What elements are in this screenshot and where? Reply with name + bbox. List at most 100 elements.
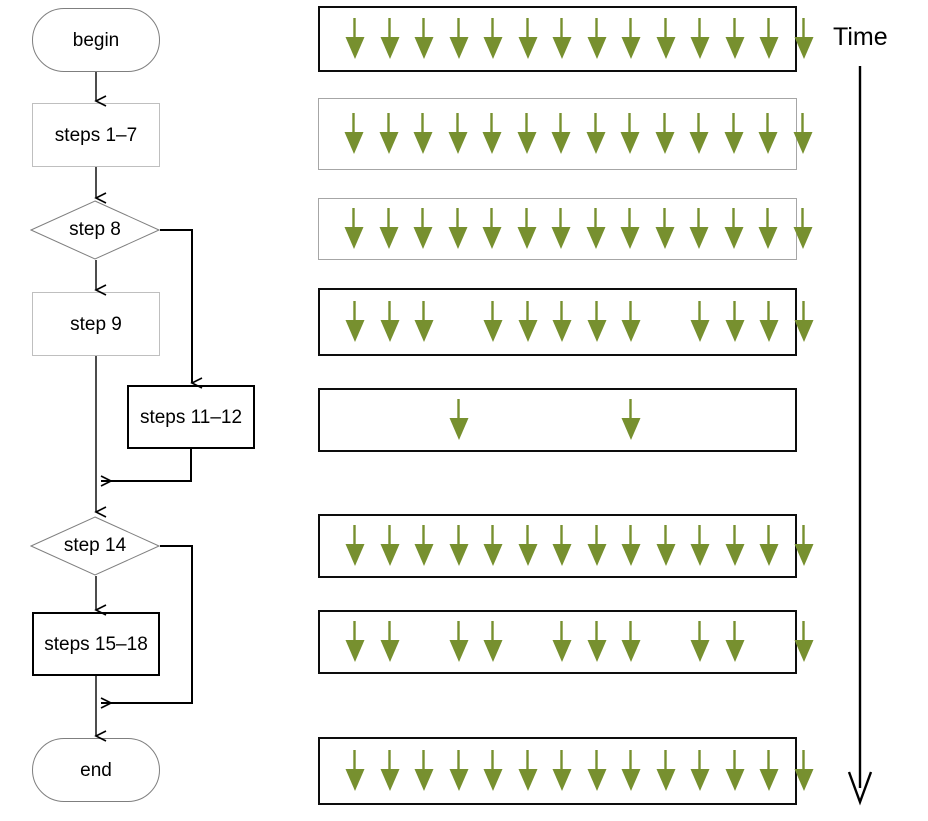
down-arrow-icon <box>413 113 433 154</box>
timeline-arrow-slot-filled <box>649 739 684 803</box>
down-arrow-icon <box>517 208 537 249</box>
down-arrow-icon <box>380 525 400 566</box>
down-arrow-icon <box>621 399 641 440</box>
timeline-row[interactable] <box>318 514 814 578</box>
timeline-row-slots <box>320 739 814 803</box>
time-axis-arrow <box>847 66 873 806</box>
down-arrow-icon <box>655 113 675 154</box>
timeline-row[interactable] <box>318 198 813 260</box>
down-arrow-icon <box>344 113 364 154</box>
down-arrow-icon <box>449 621 469 662</box>
timeline-row[interactable] <box>318 388 797 452</box>
timeline-arrow-slot-filled <box>441 199 476 259</box>
down-arrow-icon <box>449 750 469 791</box>
flow-node-steps-11-12[interactable]: steps 11–12 <box>127 385 255 449</box>
flow-node-step-14[interactable]: step 14 <box>30 516 160 576</box>
timeline-arrow-slot-empty <box>407 390 442 450</box>
down-arrow-icon <box>587 525 607 566</box>
down-arrow-icon <box>586 208 606 249</box>
flow-node-label: steps 1–7 <box>54 124 138 146</box>
timeline-arrow-slot-filled <box>476 516 511 576</box>
timeline-arrow-slot-filled <box>510 199 545 259</box>
timeline-arrow-slot-filled <box>545 612 580 672</box>
flow-node-step-9[interactable]: step 9 <box>32 292 160 356</box>
down-arrow-icon <box>517 113 537 154</box>
timeline-row[interactable] <box>318 98 813 170</box>
down-arrow-icon <box>414 301 434 342</box>
timeline-arrow-slot-empty <box>476 390 511 450</box>
down-arrow-icon <box>380 301 400 342</box>
flow-node-label: step 8 <box>69 219 121 240</box>
timeline-arrow-slot-filled <box>476 612 511 672</box>
down-arrow-icon <box>758 208 778 249</box>
timeline-row[interactable] <box>318 288 814 356</box>
down-arrow-icon <box>725 750 745 791</box>
down-arrow-icon <box>794 750 814 791</box>
down-arrow-icon <box>794 621 814 662</box>
down-arrow-icon <box>794 301 814 342</box>
down-arrow-icon <box>794 18 814 59</box>
flow-node-step-8[interactable]: step 8 <box>30 200 160 260</box>
down-arrow-icon <box>587 301 607 342</box>
timeline-arrow-slot-filled <box>545 290 580 354</box>
timeline-arrow-slot-filled <box>683 8 718 70</box>
timeline-arrow-slot-filled <box>511 290 546 354</box>
down-arrow-icon <box>448 113 468 154</box>
timeline-arrow-slot-filled <box>442 8 477 70</box>
timeline-arrow-slot-filled <box>372 99 407 169</box>
timeline-row[interactable] <box>318 6 814 72</box>
timeline-arrow-slot-filled <box>614 8 649 70</box>
down-arrow-icon <box>379 113 399 154</box>
down-arrow-icon <box>655 208 675 249</box>
timeline-arrow-slot-filled <box>544 99 579 169</box>
flow-node-steps-15-18[interactable]: steps 15–18 <box>32 612 160 676</box>
down-arrow-icon <box>759 750 779 791</box>
timeline-row-slots <box>320 8 814 70</box>
timeline-row-slots <box>319 99 813 169</box>
down-arrow-icon <box>551 113 571 154</box>
timeline-arrow-slot-empty <box>511 390 546 450</box>
flow-node-end[interactable]: end <box>32 738 160 802</box>
timeline-arrow-slot-filled <box>614 290 649 354</box>
down-arrow-icon <box>725 301 745 342</box>
timeline-arrow-slot-filled <box>337 199 372 259</box>
timeline-arrow-slot-filled <box>407 290 442 354</box>
down-arrow-icon <box>759 18 779 59</box>
timeline-arrow-slot-filled <box>614 739 649 803</box>
down-arrow-icon <box>552 525 572 566</box>
timeline-row[interactable] <box>318 737 814 805</box>
down-arrow-icon <box>448 208 468 249</box>
down-arrow-icon <box>482 113 502 154</box>
down-arrow-icon <box>690 301 710 342</box>
down-arrow-icon <box>690 750 710 791</box>
timeline-row[interactable] <box>318 610 814 674</box>
timeline-arrow-slot-filled <box>648 99 683 169</box>
down-arrow-icon <box>724 208 744 249</box>
timeline-arrow-slot-filled <box>442 612 477 672</box>
timeline-arrow-slot-filled <box>649 516 684 576</box>
timeline-arrow-slot-filled <box>648 199 683 259</box>
down-arrow-icon <box>413 208 433 249</box>
timeline-arrow-slot-empty <box>649 612 684 672</box>
timeline-arrow-slot-filled <box>683 516 718 576</box>
down-arrow-icon <box>379 208 399 249</box>
timeline-arrow-slot-filled <box>751 99 786 169</box>
timeline-arrow-slot-filled <box>683 612 718 672</box>
down-arrow-icon <box>656 750 676 791</box>
timeline-row-slots <box>320 290 814 354</box>
timeline-arrow-slot-filled <box>373 739 408 803</box>
flow-node-begin[interactable]: begin <box>32 8 160 72</box>
down-arrow-icon <box>620 113 640 154</box>
down-arrow-icon <box>725 18 745 59</box>
flow-node-steps-1-7[interactable]: steps 1–7 <box>32 103 160 167</box>
down-arrow-icon <box>483 18 503 59</box>
timeline-arrow-slot-filled <box>787 739 822 803</box>
timeline-arrow-slot-empty <box>373 390 408 450</box>
timeline-arrow-slot-filled <box>718 739 753 803</box>
timeline-arrow-slot-filled <box>752 8 787 70</box>
timeline-row-slots <box>319 199 813 259</box>
flow-node-label: step 9 <box>70 313 122 335</box>
timeline-arrow-slot-filled <box>682 199 717 259</box>
timeline-arrow-slot-filled <box>613 99 648 169</box>
timeline-arrow-slot-filled <box>752 739 787 803</box>
